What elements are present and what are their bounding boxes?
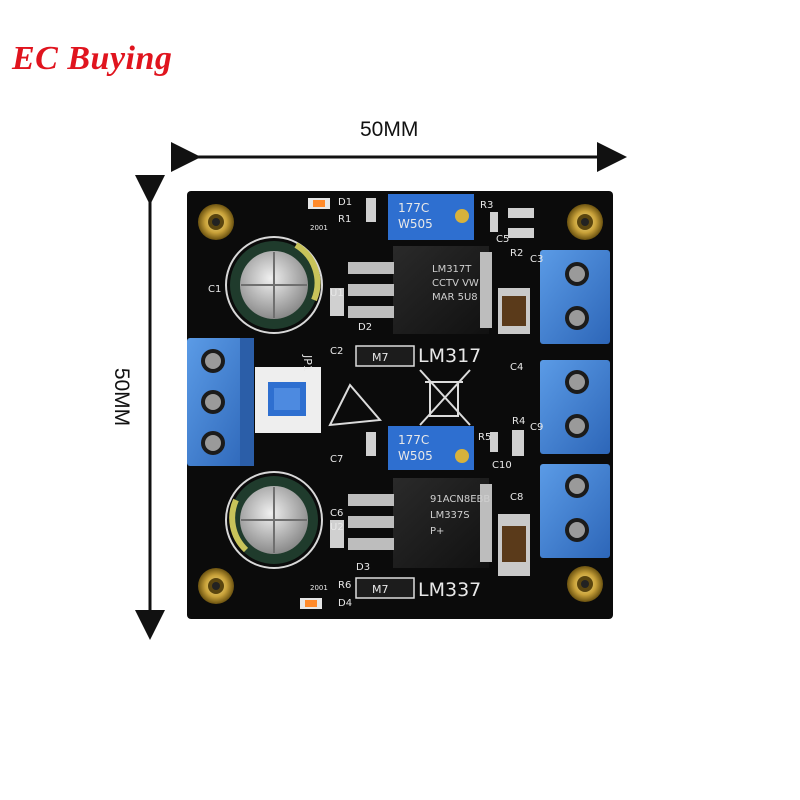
svg-text:D3: D3: [356, 562, 370, 573]
svg-text:CCTV VW: CCTV VW: [432, 278, 479, 289]
diode-bottom: M7: [355, 577, 415, 599]
esd-warning-icon: [328, 383, 383, 427]
trimmer-top: 177C W505: [388, 194, 474, 240]
svg-text:R5: R5: [478, 432, 491, 443]
svg-text:C10: C10: [492, 460, 512, 471]
diode-top: M7: [355, 345, 415, 367]
svg-text:C6: C6: [330, 508, 343, 519]
terminal-block-right-3: [540, 464, 610, 558]
terminal-block-right-2: [540, 360, 610, 454]
svg-text:C5: C5: [496, 234, 509, 245]
svg-text:177C: 177C: [398, 433, 429, 447]
svg-text:U1: U1: [330, 288, 344, 299]
svg-text:R1: R1: [338, 214, 351, 225]
svg-text:2001: 2001: [310, 224, 328, 232]
svg-text:C7: C7: [330, 454, 343, 465]
svg-text:D1: D1: [338, 197, 352, 208]
svg-text:P+: P+: [430, 526, 444, 537]
regulator-chip-top: LM317T CCTV VW MAR 5U8: [348, 246, 492, 334]
led-bottom: 2001: [300, 584, 328, 609]
svg-text:D2: D2: [358, 322, 372, 333]
capacitor-c1: [225, 236, 323, 334]
svg-text:R6: R6: [338, 580, 351, 591]
svg-text:W505: W505: [398, 217, 433, 231]
svg-text:M7: M7: [372, 583, 389, 596]
svg-text:LM317T: LM317T: [432, 264, 472, 275]
jumper-label: JP1: [301, 354, 314, 372]
svg-text:C2: C2: [330, 346, 343, 357]
tantalum-cap-bottom: [498, 514, 530, 576]
svg-text:C1: C1: [208, 284, 221, 295]
capacitor-c8: [225, 471, 323, 569]
svg-text:C3: C3: [530, 254, 543, 265]
led-top: 2001: [308, 198, 330, 232]
regulator-chip-bottom: 91ACN8EBB LM337S P+: [348, 478, 492, 568]
standoff-bottom-left: [198, 568, 234, 604]
tantalum-cap-top: [498, 288, 530, 334]
svg-text:R3: R3: [480, 200, 493, 211]
svg-text:C9: C9: [530, 422, 543, 433]
svg-text:R2: R2: [510, 248, 523, 259]
svg-text:D4: D4: [338, 598, 352, 609]
regulator-label-top: LM317: [418, 345, 481, 367]
svg-text:M7: M7: [372, 351, 389, 364]
terminal-block-right-1: [540, 250, 610, 344]
smd-components: [330, 198, 534, 548]
trimmer-bottom: 177C W505: [388, 426, 474, 470]
regulator-label-bottom: LM337: [418, 579, 481, 601]
standoff-top-left: [198, 204, 234, 240]
svg-text:W505: W505: [398, 449, 433, 463]
svg-text:2001: 2001: [310, 584, 328, 592]
push-switch: [255, 367, 321, 433]
svg-text:91ACN8EBB: 91ACN8EBB: [430, 494, 490, 505]
svg-text:LM337S: LM337S: [430, 510, 470, 521]
weee-bin-icon: [419, 369, 471, 426]
svg-text:MAR 5U8: MAR 5U8: [432, 292, 478, 303]
svg-text:C8: C8: [510, 492, 523, 503]
terminal-block-left: [187, 338, 254, 466]
standoff-bottom-right: [567, 566, 603, 602]
component-labels: D1 R1 R3 C5 R2 C1 U1 D2 C2 C3 C4 R5 R4 C…: [208, 197, 543, 609]
svg-text:R4: R4: [512, 416, 525, 427]
svg-text:U2: U2: [330, 522, 344, 533]
svg-text:177C: 177C: [398, 201, 429, 215]
brand-logo: EC Buying: [12, 40, 173, 77]
width-dimension-label: 50MM: [360, 118, 419, 141]
standoff-top-right: [567, 204, 603, 240]
svg-text:C4: C4: [510, 362, 523, 373]
